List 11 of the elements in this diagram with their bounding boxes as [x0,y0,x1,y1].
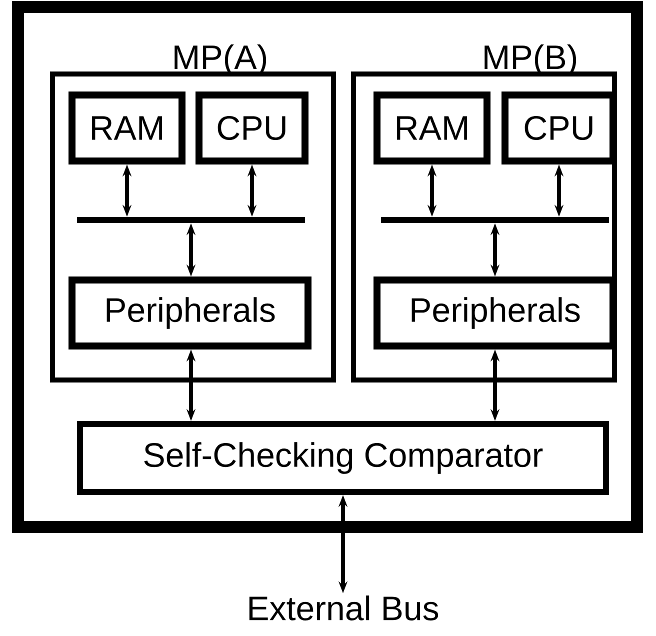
enclosure-box [12,1,643,533]
component-box: CPU [196,92,308,164]
component-box: RAM [374,92,490,164]
component-box: CPU [502,92,616,164]
component-box: RAM [68,92,186,164]
comparator-box: Self-Checking Comparator [77,421,609,495]
component-box: Peripherals [374,276,616,350]
bus-label: External Bus [249,596,438,620]
component-box: Peripherals [68,276,312,350]
node-label: MP(B) [484,44,576,76]
node-label: MP(A) [174,44,266,76]
